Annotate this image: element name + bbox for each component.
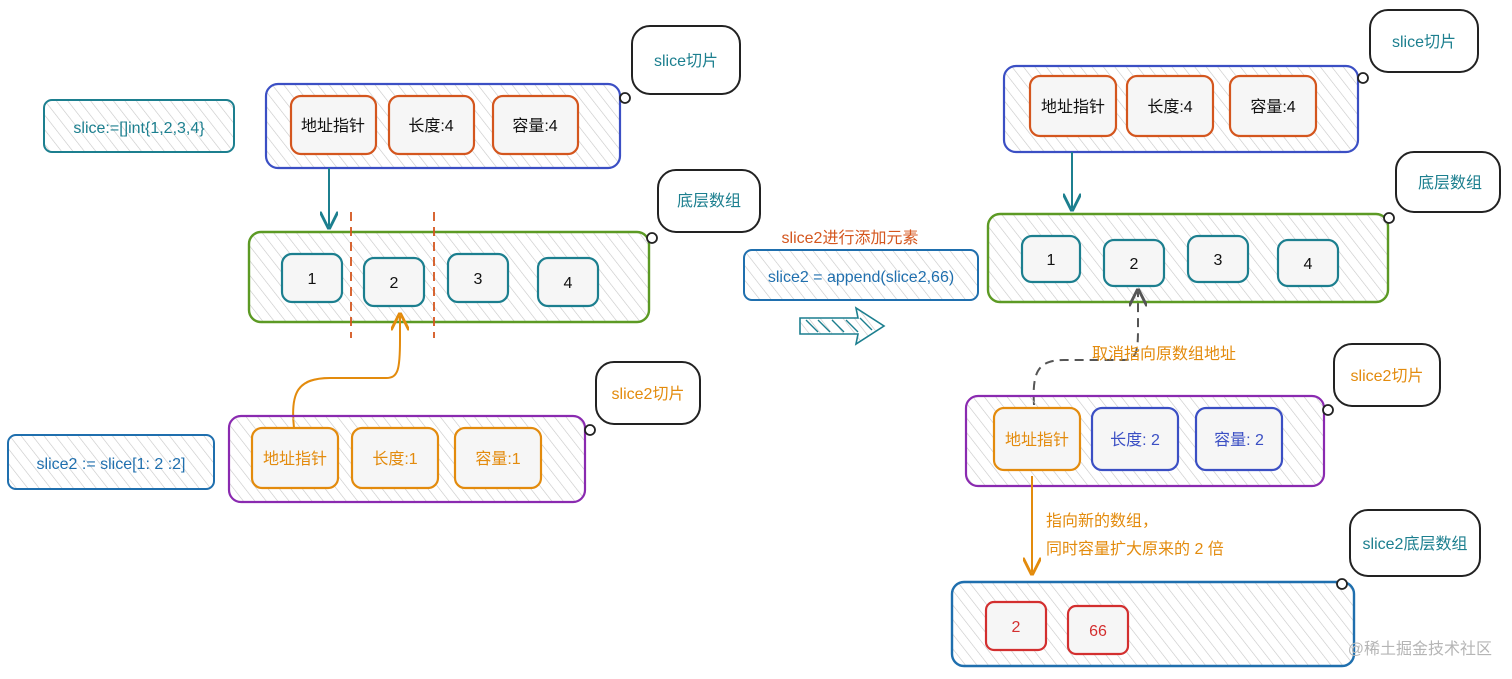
arrow-cancelled-pointer — [1032, 292, 1138, 406]
new-array-cell-0: 2 — [1012, 619, 1021, 636]
bubble-new-array-label: slice2底层数组 — [1363, 535, 1468, 553]
bubble-new-array: slice2底层数组 — [1336, 509, 1481, 590]
left-slice-len-cell: 长度:4 — [408, 117, 453, 135]
bubble-right-slice2: slice2切片 — [1322, 343, 1441, 416]
left-slice2-pointer-cell: 地址指针 — [263, 450, 327, 468]
arrow-left-slice2-to-array — [292, 316, 400, 429]
flow-arrow-icon — [799, 306, 886, 346]
bubble-left-slice2-label: slice2切片 — [612, 385, 685, 403]
code-box-append: slice2 = append(slice2,66) — [743, 249, 979, 301]
bubble-right-slice-label: slice切片 — [1392, 33, 1456, 51]
right-array-cell-3: 4 — [1304, 256, 1313, 273]
left-slice-struct: 地址指针 长度:4 容量:4 — [264, 82, 622, 170]
left-array: 1 2 3 4 — [247, 230, 651, 324]
code-slice2-expr: slice2 := slice[1: 2 :2] — [37, 456, 186, 473]
cancel-note: 取消指向原数组地址 — [1092, 345, 1236, 363]
new-array: 2 66 — [950, 580, 1356, 668]
bubble-right-array: 底层数组 — [1383, 151, 1501, 224]
left-array-cell-1: 2 — [390, 275, 399, 292]
new-array-note-line1: 指向新的数组， — [1046, 512, 1158, 530]
left-slice2-struct: 地址指针 长度:1 容量:1 — [227, 414, 587, 504]
bubble-left-slice: slice切片 — [619, 25, 741, 104]
new-array-note-line2: 同时容量扩大原来的 2 倍 — [1046, 540, 1224, 558]
code-append: slice2 = append(slice2,66) — [768, 269, 954, 286]
bubble-left-array-label: 底层数组 — [677, 192, 741, 210]
right-slice-cap-cell: 容量:4 — [1250, 98, 1295, 116]
right-array-cell-0: 1 — [1047, 252, 1056, 269]
bubble-right-slice: slice切片 — [1357, 9, 1479, 84]
left-slice2-cap-cell: 容量:1 — [475, 450, 520, 468]
watermark: @稀土掘金技术社区 — [1348, 640, 1492, 658]
bubble-right-slice2-label: slice2切片 — [1351, 367, 1424, 385]
code-box-slice2-expr: slice2 := slice[1: 2 :2] — [7, 434, 215, 490]
bubble-left-slice-label: slice切片 — [654, 52, 718, 70]
bubble-left-slice2: slice2切片 — [584, 361, 701, 436]
right-array-cell-1: 2 — [1130, 256, 1139, 273]
left-array-cell-0: 1 — [308, 271, 317, 288]
left-array-cell-3: 4 — [564, 275, 573, 292]
right-array: 1 2 3 4 — [986, 212, 1390, 304]
right-slice-pointer-cell: 地址指针 — [1041, 98, 1105, 116]
left-array-cell-2: 3 — [474, 271, 483, 288]
bubble-right-array-label: 底层数组 — [1418, 174, 1482, 192]
left-slice-pointer-cell: 地址指针 — [301, 117, 365, 135]
right-slice2-pointer-cell: 地址指针 — [1005, 431, 1069, 449]
new-array-cell-1: 66 — [1089, 623, 1107, 640]
right-array-cell-2: 3 — [1214, 252, 1223, 269]
append-caption: slice2进行添加元素 — [782, 229, 919, 247]
left-slice2-len-cell: 长度:1 — [372, 450, 417, 468]
left-slice-cap-cell: 容量:4 — [512, 117, 557, 135]
right-slice2-cap-cell: 容量: 2 — [1214, 431, 1264, 449]
right-slice2-struct: 地址指针 长度: 2 容量: 2 — [964, 394, 1326, 488]
bubble-left-array: 底层数组 — [646, 169, 761, 244]
right-slice2-len-cell: 长度: 2 — [1110, 431, 1160, 449]
right-slice-struct: 地址指针 长度:4 容量:4 — [1002, 64, 1360, 154]
right-slice-len-cell: 长度:4 — [1147, 98, 1192, 116]
code-box-slice-literal: slice:=[]int{1,2,3,4} — [43, 99, 235, 153]
code-slice-literal: slice:=[]int{1,2,3,4} — [73, 120, 205, 137]
